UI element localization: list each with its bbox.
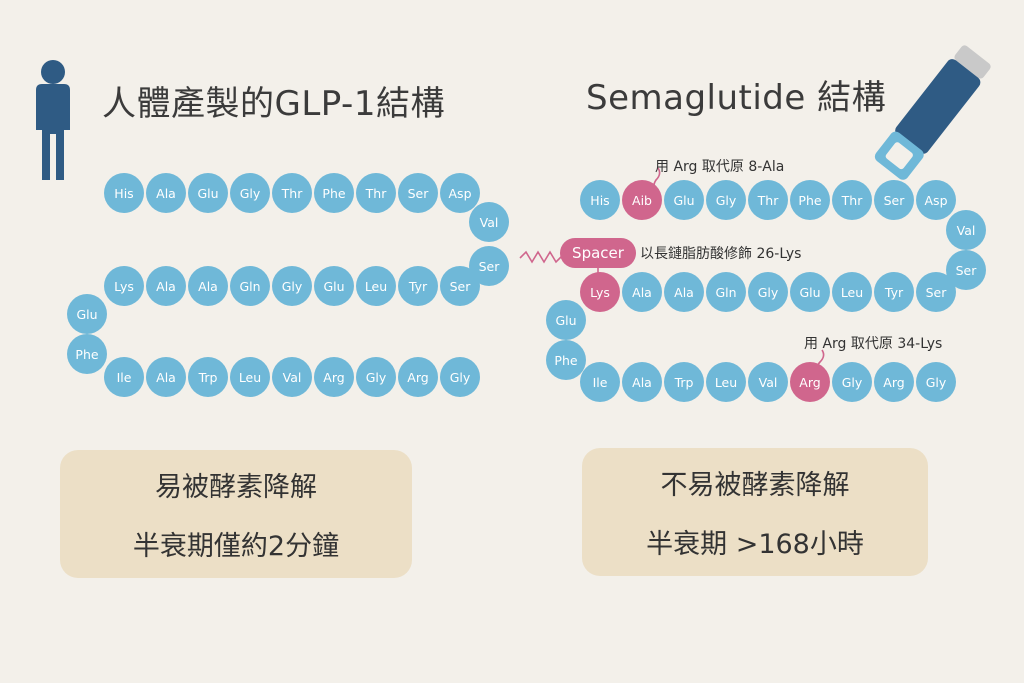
residue-gly: Gly <box>440 357 480 397</box>
right-title: Semaglutide 結構 <box>586 78 887 118</box>
spacer-label: Spacer <box>560 238 636 268</box>
residue-gly: Gly <box>706 180 746 220</box>
residue-glu: Glu <box>790 272 830 312</box>
residue-gly: Gly <box>356 357 396 397</box>
residue-arg: Arg <box>314 357 354 397</box>
residue-trp: Trp <box>664 362 704 402</box>
residue-leu: Leu <box>230 357 270 397</box>
residue-gly: Gly <box>748 272 788 312</box>
residue-aib: Aib <box>622 180 662 220</box>
residue-glu: Glu <box>314 266 354 306</box>
residue-val: Val <box>469 202 509 242</box>
residue-arg: Arg <box>398 357 438 397</box>
residue-thr: Thr <box>272 173 312 213</box>
residue-lys: Lys <box>580 272 620 312</box>
residue-ala: Ala <box>664 272 704 312</box>
residue-thr: Thr <box>748 180 788 220</box>
residue-ala: Ala <box>146 173 186 213</box>
residue-phe: Phe <box>790 180 830 220</box>
residue-his: His <box>580 180 620 220</box>
right-summary-box: 不易被酵素降解 半衰期 >168小時 <box>582 448 928 576</box>
residue-trp: Trp <box>188 357 228 397</box>
residue-thr: Thr <box>832 180 872 220</box>
residue-ala: Ala <box>188 266 228 306</box>
residue-glu: Glu <box>67 294 107 334</box>
left-title: 人體產製的GLP-1結構 <box>102 84 445 124</box>
residue-arg: Arg <box>874 362 914 402</box>
residue-tyr: Tyr <box>874 272 914 312</box>
residue-tyr: Tyr <box>398 266 438 306</box>
residue-val: Val <box>272 357 312 397</box>
residue-ile: Ile <box>104 357 144 397</box>
residue-gly: Gly <box>832 362 872 402</box>
residue-glu: Glu <box>546 300 586 340</box>
residue-ala: Ala <box>146 266 186 306</box>
right-box-line1: 不易被酵素降解 <box>660 470 850 501</box>
residue-gly: Gly <box>230 173 270 213</box>
residue-gly: Gly <box>272 266 312 306</box>
residue-asp: Asp <box>916 180 956 220</box>
residue-his: His <box>104 173 144 213</box>
residue-ile: Ile <box>580 362 620 402</box>
annotation-arg: 用 Arg 取代原 34-Lys <box>804 336 943 352</box>
annotation-aib: 用 Arg 取代原 8-Ala <box>655 159 785 175</box>
residue-glu: Glu <box>664 180 704 220</box>
residue-gln: Gln <box>706 272 746 312</box>
right-box-line2: 半衰期 >168小時 <box>646 529 864 560</box>
residue-gly: Gly <box>916 362 956 402</box>
residue-phe: Phe <box>546 340 586 380</box>
residue-ser: Ser <box>874 180 914 220</box>
residue-asp: Asp <box>440 173 480 213</box>
left-box-line1: 易被酵素降解 <box>155 472 317 503</box>
residue-leu: Leu <box>356 266 396 306</box>
residue-gln: Gln <box>230 266 270 306</box>
left-box-line2: 半衰期僅約2分鐘 <box>132 531 340 562</box>
residue-glu: Glu <box>188 173 228 213</box>
residue-ser: Ser <box>398 173 438 213</box>
annotation-spacer: 以長鏈脂肪酸修飾 26-Lys <box>640 246 802 262</box>
left-summary-box: 易被酵素降解 半衰期僅約2分鐘 <box>60 450 412 578</box>
residue-lys: Lys <box>104 266 144 306</box>
residue-val: Val <box>946 210 986 250</box>
residue-arg: Arg <box>790 362 830 402</box>
residue-val: Val <box>748 362 788 402</box>
residue-ser: Ser <box>916 272 956 312</box>
residue-phe: Phe <box>314 173 354 213</box>
residue-ala: Ala <box>622 272 662 312</box>
residue-leu: Leu <box>706 362 746 402</box>
residue-ala: Ala <box>146 357 186 397</box>
residue-ala: Ala <box>622 362 662 402</box>
residue-leu: Leu <box>832 272 872 312</box>
residue-thr: Thr <box>356 173 396 213</box>
residue-phe: Phe <box>67 334 107 374</box>
residue-ser: Ser <box>440 266 480 306</box>
